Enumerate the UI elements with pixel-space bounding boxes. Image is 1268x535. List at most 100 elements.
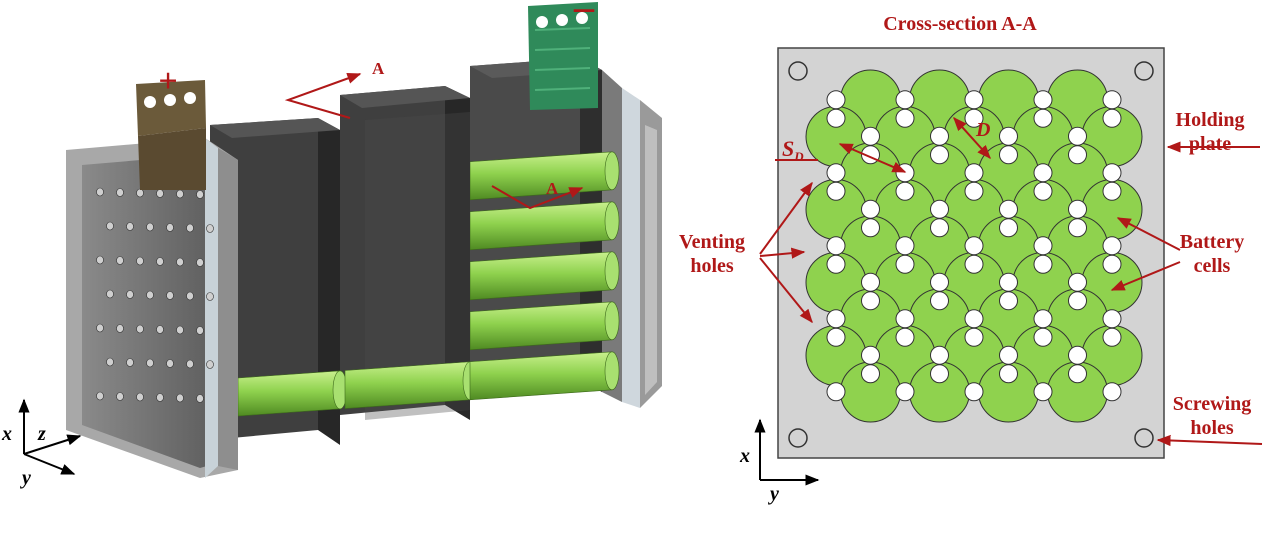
end-plate-hole bbox=[166, 359, 174, 368]
venting-hole bbox=[930, 199, 949, 219]
screw-hole bbox=[788, 61, 808, 81]
positive-sign: + bbox=[158, 63, 177, 100]
venting-hole bbox=[1033, 163, 1053, 183]
screwing-holes bbox=[788, 61, 1154, 448]
end-plate-front bbox=[66, 138, 238, 478]
venting-hole bbox=[1033, 90, 1053, 110]
end-plate-hole bbox=[116, 188, 124, 197]
section-arrow-top: A bbox=[284, 59, 385, 119]
end-plate-hole bbox=[96, 187, 104, 197]
end-plate-hole bbox=[196, 326, 204, 335]
end-plate-hole bbox=[196, 394, 204, 403]
venting-hole bbox=[1068, 218, 1087, 238]
end-plate-hole bbox=[136, 256, 144, 266]
screwing-label-line2: holes bbox=[1190, 417, 1234, 439]
cylinder-end bbox=[604, 301, 620, 341]
venting-hole bbox=[1102, 90, 1122, 110]
end-plate-hole bbox=[176, 393, 184, 403]
venting-hole bbox=[861, 199, 880, 219]
venting-hole bbox=[861, 345, 880, 365]
end-plate-hole bbox=[146, 290, 154, 300]
end-plate-hole bbox=[126, 222, 134, 231]
venting-hole bbox=[1102, 108, 1122, 128]
venting-hole bbox=[895, 327, 915, 347]
venting-hole bbox=[826, 309, 846, 329]
venting-hole bbox=[1102, 309, 1122, 329]
venting-hole bbox=[964, 327, 984, 347]
end-plate-hole bbox=[166, 291, 174, 300]
venting-hole bbox=[826, 236, 846, 256]
negative-terminal-tab bbox=[528, 2, 598, 110]
cylinder-end bbox=[604, 351, 620, 391]
venting-label-line1: Venting bbox=[679, 231, 745, 253]
axis-z-label: z bbox=[37, 423, 46, 445]
venting-hole bbox=[826, 90, 846, 110]
venting-hole bbox=[999, 145, 1018, 165]
venting-hole bbox=[1068, 199, 1087, 219]
venting-hole bbox=[930, 218, 949, 238]
venting-hole bbox=[1068, 291, 1087, 311]
venting-hole bbox=[1068, 145, 1087, 165]
venting-hole bbox=[895, 108, 915, 128]
battery-module-3d-view: + – A A x z y bbox=[1, 0, 662, 489]
venting-hole bbox=[964, 236, 984, 256]
spacing-annotation: SD bbox=[775, 136, 907, 173]
venting-hole bbox=[1102, 163, 1122, 183]
end-plate-hole bbox=[196, 190, 204, 199]
end-plate-hole bbox=[116, 256, 124, 265]
cylinder-end bbox=[604, 251, 620, 291]
section-label-top: A bbox=[372, 59, 385, 78]
battery-label-line1: Battery bbox=[1180, 231, 1244, 253]
end-plate-hole bbox=[96, 323, 104, 333]
end-plate-hole bbox=[126, 358, 134, 367]
screwing-label-line1: Screwing bbox=[1173, 393, 1252, 415]
venting-hole bbox=[999, 272, 1018, 292]
axis-x-label-2d: x bbox=[739, 445, 750, 467]
venting-hole bbox=[930, 345, 949, 365]
venting-hole bbox=[826, 108, 846, 128]
end-plate-hole bbox=[96, 391, 104, 401]
screw-hole bbox=[1134, 428, 1154, 448]
cylinder-end bbox=[604, 151, 620, 191]
venting-hole bbox=[826, 163, 846, 183]
venting-hole bbox=[930, 272, 949, 292]
venting-hole bbox=[826, 382, 846, 402]
venting-hole bbox=[1102, 327, 1122, 347]
venting-hole bbox=[999, 218, 1018, 238]
venting-hole bbox=[895, 236, 915, 256]
venting-holes-3d bbox=[96, 187, 214, 403]
venting-hole bbox=[999, 291, 1018, 311]
spacing-label: SD bbox=[782, 136, 804, 164]
end-plate-hole bbox=[126, 290, 134, 299]
axes-3d: x z y bbox=[1, 398, 82, 489]
venting-hole bbox=[999, 199, 1018, 219]
axes-2d: x y bbox=[739, 418, 820, 505]
end-plate-hole bbox=[156, 325, 164, 334]
end-plate-hole bbox=[116, 324, 124, 333]
venting-hole bbox=[826, 254, 846, 274]
venting-label-line2: holes bbox=[690, 255, 734, 277]
venting-hole bbox=[1068, 126, 1087, 146]
screw-hole bbox=[788, 428, 808, 448]
cross-section-title: Cross-section A-A bbox=[883, 13, 1037, 35]
venting-hole bbox=[999, 364, 1018, 384]
venting-hole bbox=[1102, 382, 1122, 402]
end-plate-hole bbox=[136, 188, 144, 198]
negative-sign: – bbox=[573, 0, 595, 29]
end-plate-hole bbox=[186, 291, 194, 301]
holding-label-line1: Holding bbox=[1176, 109, 1245, 131]
end-plate-hole bbox=[156, 393, 164, 402]
venting-hole bbox=[861, 126, 880, 146]
screwing-holes-callout: Screwing holes bbox=[1156, 393, 1263, 447]
end-plate-hole bbox=[176, 257, 184, 267]
end-plate-hole bbox=[206, 224, 214, 233]
battery-cylinders-front bbox=[237, 351, 620, 417]
venting-hole bbox=[1033, 254, 1053, 274]
venting-holes-section bbox=[826, 90, 1122, 402]
venting-hole bbox=[964, 163, 984, 183]
venting-hole bbox=[1102, 254, 1122, 274]
axis-y-label-2d: y bbox=[768, 483, 779, 505]
venting-hole bbox=[895, 163, 915, 183]
venting-hole bbox=[895, 181, 915, 201]
